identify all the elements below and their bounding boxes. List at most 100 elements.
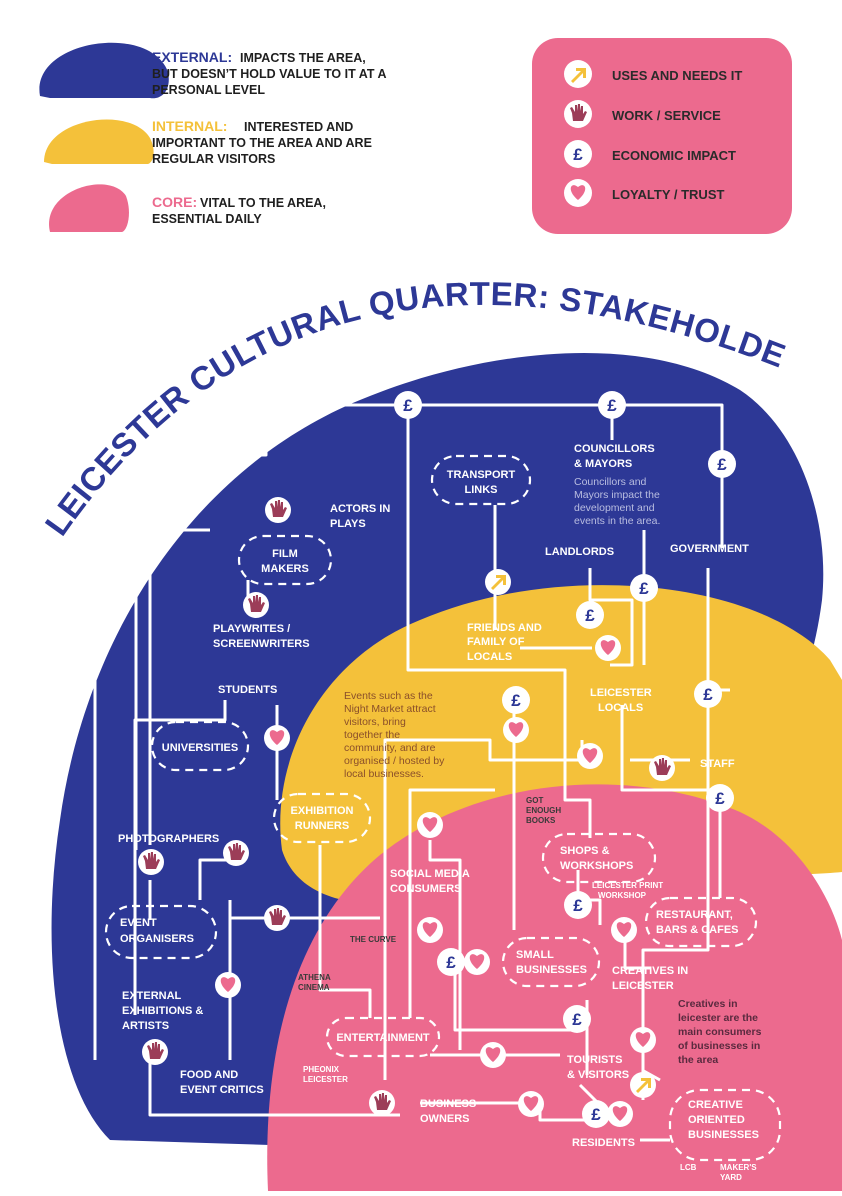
hand-icon xyxy=(264,905,290,931)
legend-internal-swatch xyxy=(44,119,154,164)
node-transport-links[interactable] xyxy=(430,454,532,506)
heart-icon xyxy=(264,725,290,751)
transport-label-2: LINKS xyxy=(465,484,498,496)
events-note-7: local businesses. xyxy=(344,768,424,780)
friends-label-3: LOCALS xyxy=(467,651,512,663)
council-note-3: development and xyxy=(574,502,655,514)
heart-icon xyxy=(417,812,443,838)
actors-label-2: PLAYS xyxy=(330,518,366,530)
business-owners-label: BUSINESS xyxy=(420,1098,476,1110)
node-film-makers[interactable] xyxy=(237,534,333,586)
heart-icon xyxy=(518,1091,544,1117)
creatives-note-3: main consumers xyxy=(678,1026,762,1038)
events-note-4: together the xyxy=(344,729,400,741)
film-label-2: MAKERS xyxy=(261,563,309,575)
node-restaurant-bars-cafes[interactable] xyxy=(644,896,758,948)
hand-icon xyxy=(649,755,675,781)
external-exhibitions-label: EXTERNAL xyxy=(122,990,182,1002)
restaurant-label: RESTAURANT, xyxy=(656,909,733,921)
heart-icon xyxy=(630,1027,656,1053)
node-small-businesses[interactable] xyxy=(501,936,601,988)
council-note-2: Mayors impact the xyxy=(574,489,660,501)
food-critics-label: FOOD AND xyxy=(180,1069,238,1081)
hand-icon xyxy=(223,840,249,866)
universities-label: UNIVERSITIES xyxy=(162,742,238,754)
heart-icon xyxy=(577,743,603,769)
small-label: SMALL xyxy=(516,949,554,961)
tourists-label: TOURISTS xyxy=(567,1054,622,1066)
pound-icon xyxy=(563,1005,591,1033)
creative-label-3: BUSINESSES xyxy=(688,1129,759,1141)
pound-icon xyxy=(582,1100,610,1128)
venue-makers: MAKER'S xyxy=(720,1163,757,1172)
councillors-label-2: & MAYORS xyxy=(574,458,632,470)
food-critics-label-2: EVENT CRITICS xyxy=(180,1084,264,1096)
exhibition-label-2: RUNNERS xyxy=(295,820,349,832)
legend-external-text-2: BUT DOESN’T HOLD VALUE TO IT AT A xyxy=(152,67,387,81)
events-note-3: visitors, bring xyxy=(344,716,406,728)
pound-icon xyxy=(502,686,530,714)
creatives-note-4: of businesses in xyxy=(678,1040,760,1052)
legend-core-text: VITAL TO THE AREA, xyxy=(200,196,326,210)
hand-icon xyxy=(265,497,291,523)
annotation-notes: Councillors and Mayors impact the develo… xyxy=(344,476,762,1066)
legend-external-text: IMPACTS THE AREA, xyxy=(240,51,366,65)
small-label-2: BUSINESSES xyxy=(516,964,587,976)
stakeholder-nodes xyxy=(104,454,782,1162)
creatives-label: CREATIVES IN xyxy=(612,965,688,977)
shops-label-2: WORKSHOPS xyxy=(560,860,633,872)
venue-phoenix: PHEONIX xyxy=(303,1065,340,1074)
photographers-label: PHOTOGRAPHERS xyxy=(118,833,219,845)
venue-curve: THE CURVE xyxy=(350,935,397,944)
students-label: STUDENTS xyxy=(218,684,277,696)
creative-label: CREATIVE xyxy=(688,1099,743,1111)
legend-internal-text-2: IMPORTANT TO THE AREA AND ARE xyxy=(152,136,372,150)
residents-label: RESIDENTS xyxy=(572,1137,635,1149)
pound-icon xyxy=(394,391,422,419)
pound-icon xyxy=(630,574,658,602)
exhibition-label: EXHIBITION xyxy=(291,805,354,817)
node-shops-workshops[interactable] xyxy=(541,832,657,884)
node-universities[interactable] xyxy=(150,720,250,772)
legend-core-swatch xyxy=(49,184,129,232)
government-label: GOVERNMENT xyxy=(670,543,749,555)
legend-external-swatch xyxy=(39,42,169,99)
playwrites-label: PLAYWRITES / xyxy=(213,623,290,635)
node-event-organisers[interactable] xyxy=(104,904,218,960)
social-label: SOCIAL MEDIA xyxy=(390,868,470,880)
heart-icon xyxy=(595,635,621,661)
arrow-icon xyxy=(630,1072,656,1098)
pound-icon xyxy=(437,948,465,976)
pound-icon xyxy=(576,601,604,629)
legend-internal-text: INTERESTED AND xyxy=(244,120,353,134)
node-entertainment[interactable] xyxy=(325,1016,441,1058)
venue-phoenix-2: LEICESTER xyxy=(303,1075,348,1084)
node-creative-oriented-businesses[interactable] xyxy=(668,1088,782,1162)
events-note-5: community, and are xyxy=(344,742,436,754)
venue-athena: ATHENA xyxy=(298,973,331,982)
pound-icon xyxy=(694,680,722,708)
key-box xyxy=(532,38,792,234)
pound-icon xyxy=(598,391,626,419)
venue-got-2: ENOUGH xyxy=(526,806,561,815)
map-icons xyxy=(138,391,736,1128)
council-note-4: events in the area. xyxy=(574,515,660,527)
actors-label: ACTORS IN xyxy=(330,503,390,515)
node-exhibition-runners[interactable] xyxy=(272,792,372,844)
key-work-label: WORK / SERVICE xyxy=(612,108,721,123)
legend-internal-text-3: REGULAR VISITORS xyxy=(152,152,275,166)
legend-internal-head: INTERNAL: xyxy=(152,118,227,134)
venue-athena-2: CINEMA xyxy=(298,983,330,992)
heart-icon xyxy=(215,972,241,998)
arrow-icon xyxy=(485,569,511,595)
transport-label: TRANSPORT xyxy=(447,469,516,481)
external-exhibitions-label-3: ARTISTS xyxy=(122,1020,169,1032)
stakeholder-labels: COUNCILLORS & MAYORS ACTORS IN PLAYS LAN… xyxy=(118,443,749,1149)
venue-print: LEICESTER PRINT xyxy=(592,881,663,890)
council-note: Councillors and xyxy=(574,476,647,488)
pound-icon xyxy=(708,450,736,478)
friends-label: FRIENDS AND xyxy=(467,622,542,634)
hand-icon xyxy=(142,1039,168,1065)
